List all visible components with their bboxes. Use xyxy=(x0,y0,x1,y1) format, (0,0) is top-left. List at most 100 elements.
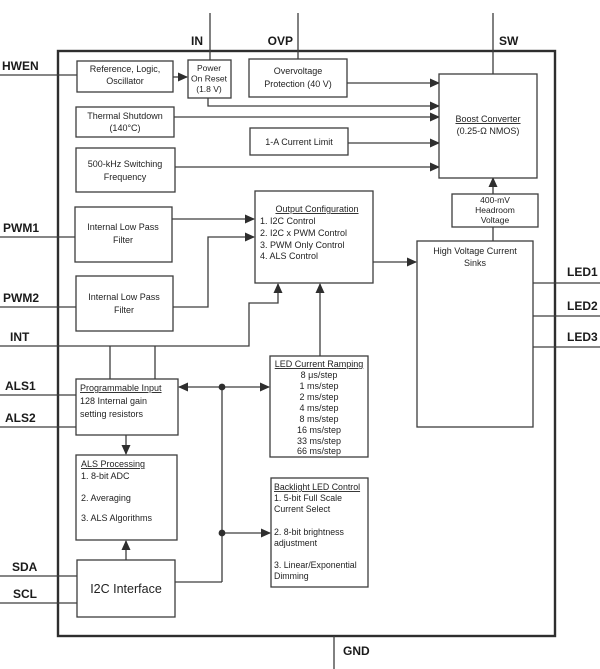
block-label: 400-mV xyxy=(480,195,510,205)
block-backlight-led-control: Backlight LED Control 1. 5-bit Full Scal… xyxy=(270,477,369,588)
arrow-wires xyxy=(0,72,498,560)
block-lpf1-box xyxy=(74,206,173,263)
pin-label-led2: LED2 xyxy=(567,299,598,313)
block-label: Sinks xyxy=(464,258,487,268)
block-label: Internal Low Pass xyxy=(88,292,160,302)
list-item: Dimming xyxy=(274,571,309,581)
junction-dot xyxy=(218,529,226,537)
pin-labels: HWEN IN OVP SW PWM1 PWM2 INT ALS1 ALS2 S… xyxy=(2,34,598,658)
block-label: (140°C) xyxy=(109,123,140,133)
block-label: 500-kHz Switching xyxy=(88,159,163,169)
list-item: 16 ms/step xyxy=(297,425,341,435)
list-item: 66 ms/step xyxy=(297,446,341,456)
block-label: 128 Internal gain xyxy=(80,396,147,406)
list-item: 2. 8-bit brightness xyxy=(274,527,345,537)
pin-label-pwm2: PWM2 xyxy=(3,291,39,305)
block-label: 1-A Current Limit xyxy=(265,137,333,147)
block-title: ALS Processing xyxy=(81,459,145,469)
block-i2c-interface: I2C Interface xyxy=(76,559,176,618)
block-led-ramp-box xyxy=(269,355,369,458)
block-current-limit: 1-A Current Limit xyxy=(249,127,349,156)
block-label: Frequency xyxy=(104,172,147,182)
block-switching-box xyxy=(75,147,176,193)
pin-label-als1: ALS1 xyxy=(5,379,36,393)
block-label: Protection (40 V) xyxy=(264,79,332,89)
block-title: Boost Converter xyxy=(455,114,520,124)
block-label: High Voltage Current xyxy=(433,246,517,256)
block-boost-converter: Boost Converter (0.25-Ω NMOS) xyxy=(438,73,538,179)
list-item: 1. 8-bit ADC xyxy=(81,471,130,481)
list-item: 2. Averaging xyxy=(81,493,131,503)
block-backlight-box xyxy=(270,477,369,588)
block-thermal-shutdown: Thermal Shutdown (140°C) xyxy=(75,106,175,138)
block-power-on-reset: Power On Reset (1.8 V) xyxy=(187,59,232,99)
chip-outline xyxy=(56,49,557,638)
pin-label-als2: ALS2 xyxy=(5,411,36,425)
block-label: On Reset xyxy=(191,74,228,84)
list-item: 8 ms/step xyxy=(299,414,338,424)
pin-label-ovp: OVP xyxy=(268,34,293,48)
pin-label-led1: LED1 xyxy=(567,265,598,279)
pin-label-pwm1: PWM1 xyxy=(3,221,39,235)
block-label: Filter xyxy=(113,235,133,245)
list-item: 1. I2C Control xyxy=(260,216,316,226)
pin-label-in: IN xyxy=(191,34,203,48)
block-title: Output Configuration xyxy=(275,204,358,214)
block-als-proc-box xyxy=(75,454,178,541)
list-item: adjustment xyxy=(274,538,318,548)
list-item: 1 ms/step xyxy=(299,381,338,391)
block-label: Voltage xyxy=(481,215,510,225)
pin-label-gnd: GND xyxy=(343,644,370,658)
block-boost-box xyxy=(438,73,538,179)
block-title: LED Current Ramping xyxy=(275,359,364,369)
block-label: (1.8 V) xyxy=(196,84,222,94)
block-headroom-box xyxy=(451,193,539,228)
list-item: 3. PWM Only Control xyxy=(260,240,345,250)
block-title: Programmable Input xyxy=(80,383,162,393)
block-output-configuration: Output Configuration 1. I2C Control 2. I… xyxy=(254,190,374,284)
list-item: 1. 5-bit Full Scale xyxy=(274,493,342,503)
list-item: Current Select xyxy=(274,504,331,514)
block-label: I2C Interface xyxy=(90,582,162,596)
block-label: Headroom xyxy=(475,205,515,215)
block-programmable-input: Programmable Input 128 Internal gain set… xyxy=(75,378,179,436)
block-lpf1: Internal Low Pass Filter xyxy=(74,206,173,263)
block-label: Filter xyxy=(114,305,134,315)
block-label: Oscillator xyxy=(106,76,144,86)
list-item: 8 μs/step xyxy=(301,370,338,380)
list-item: 2. I2C x PWM Control xyxy=(260,228,347,238)
block-thermal-box xyxy=(75,106,175,138)
list-item: 2 ms/step xyxy=(299,392,338,402)
list-item: 3. ALS Algorithms xyxy=(81,513,153,523)
block-title: Backlight LED Control xyxy=(274,482,360,492)
block-prog-input-box xyxy=(75,378,179,436)
block-label: Internal Low Pass xyxy=(87,222,159,232)
block-label: Power xyxy=(197,63,221,73)
block-label: (0.25-Ω NMOS) xyxy=(457,126,520,136)
block-hv-current-sinks: High Voltage Current Sinks xyxy=(416,240,534,428)
list-item: 4 ms/step xyxy=(299,403,338,413)
pin-label-sw: SW xyxy=(499,34,519,48)
list-item: 3. Linear/Exponential xyxy=(274,560,357,570)
block-i2c-box xyxy=(76,559,176,618)
block-led-current-ramping: LED Current Ramping 8 μs/step 1 ms/step … xyxy=(269,355,369,458)
block-als-processing: ALS Processing 1. 8-bit ADC 2. Averaging… xyxy=(75,454,178,541)
block-label: setting resistors xyxy=(80,409,144,419)
block-lpf2: Internal Low Pass Filter xyxy=(75,275,174,332)
block-output-config-box xyxy=(254,190,374,284)
pin-label-scl: SCL xyxy=(13,587,37,601)
block-label: Reference, Logic, xyxy=(90,64,161,74)
block-headroom-voltage: 400-mV Headroom Voltage xyxy=(451,193,539,228)
pin-label-int: INT xyxy=(10,330,30,344)
block-switching-frequency: 500-kHz Switching Frequency xyxy=(75,147,176,193)
list-item: 4. ALS Control xyxy=(260,251,318,261)
arrow-por-to-boost xyxy=(207,98,440,111)
pin-label-led3: LED3 xyxy=(567,330,598,344)
block-label: Overvoltage xyxy=(274,66,323,76)
arrow-lpf2-to-outputconfig xyxy=(173,232,255,308)
block-lpf2-box xyxy=(75,275,174,332)
block-overvoltage-protection: Overvoltage Protection (40 V) xyxy=(248,58,348,98)
block-reference-box xyxy=(76,60,174,93)
